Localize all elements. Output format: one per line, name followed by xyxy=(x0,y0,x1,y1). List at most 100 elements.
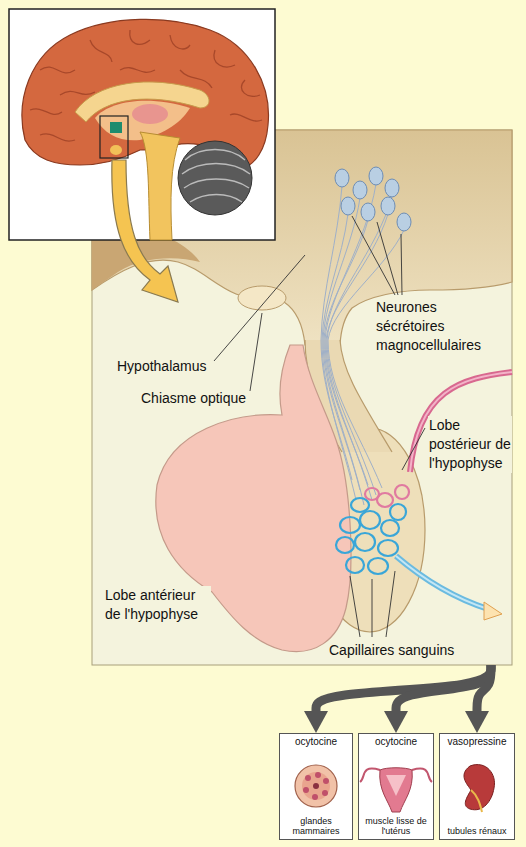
capillary-network xyxy=(378,540,398,556)
neuron-cells xyxy=(341,197,355,215)
mammary-gland-icon xyxy=(302,772,330,800)
brain-inset xyxy=(178,141,252,215)
artery xyxy=(410,372,512,472)
axon-bundle xyxy=(328,230,404,488)
brain-inset xyxy=(30,30,262,141)
brain-inset xyxy=(9,9,275,240)
leader-line xyxy=(214,255,305,361)
vein xyxy=(396,556,502,620)
neuron-cells xyxy=(353,181,367,199)
leader-line xyxy=(386,571,395,637)
target-organ-box: ocytocine glandes mammaires xyxy=(279,733,353,840)
brain-inset xyxy=(9,9,275,240)
uterus-icon xyxy=(386,775,406,796)
uterus-icon xyxy=(360,769,380,782)
capillary-network xyxy=(346,557,364,573)
zoom-arrow xyxy=(112,160,178,302)
capillary-network xyxy=(365,485,409,507)
target-organ-box: vasopressine tubules rénaux xyxy=(439,733,515,840)
brain-inset xyxy=(214,50,235,67)
brain-inset xyxy=(230,114,262,121)
brain-inset xyxy=(100,116,128,158)
target-organ-label: glandes mammaires xyxy=(285,816,347,836)
capillary-network xyxy=(381,520,399,536)
brain-inset xyxy=(40,67,75,73)
mammary-gland-icon xyxy=(303,787,309,793)
brain-inset xyxy=(182,164,250,175)
uterus-icon xyxy=(360,768,432,812)
mammary-gland-icon xyxy=(295,765,337,807)
mammary-gland-icon xyxy=(312,794,318,800)
vein xyxy=(396,556,488,609)
leader-line xyxy=(214,216,425,637)
axon-bundle xyxy=(324,220,368,505)
part-label: Lobe postérieur de l'hypophyse xyxy=(428,416,512,473)
capillary-network xyxy=(355,533,375,551)
brain-inset xyxy=(120,68,155,73)
capillary-network xyxy=(360,511,380,529)
part-label: Chiasme optique xyxy=(140,389,247,408)
hormone-flow-arrow xyxy=(316,665,491,711)
mammary-gland-icon xyxy=(305,775,311,781)
neuron-cells xyxy=(381,197,395,215)
neuron-cells xyxy=(361,203,375,221)
brain-inset xyxy=(90,40,112,62)
hormone-flow-arrow xyxy=(396,665,491,711)
mammary-gland-icon xyxy=(315,772,321,778)
leader-line xyxy=(401,234,402,295)
part-label: Capillaires sanguins xyxy=(328,641,455,660)
brain-inset xyxy=(182,150,250,203)
neuron-cells xyxy=(385,179,399,197)
target-organ-label: tubules rénaux xyxy=(447,826,506,836)
capillary-network xyxy=(351,498,369,512)
leader-line xyxy=(352,216,395,295)
edge-group xyxy=(316,665,491,711)
axon-bundle xyxy=(325,184,376,485)
capillary-network xyxy=(365,488,379,500)
leader-line xyxy=(372,579,373,637)
leader-line xyxy=(350,576,360,637)
brain-inset xyxy=(190,195,242,203)
brain-inset xyxy=(30,109,62,114)
target-organ-box: ocytocine muscle lisse de l'utérus xyxy=(358,733,434,840)
hormone-name: vasopressine xyxy=(440,736,514,748)
mammary-gland-icon xyxy=(303,772,329,800)
leader-line xyxy=(377,222,398,295)
vein xyxy=(396,556,488,609)
mammary-gland-icon xyxy=(313,783,319,789)
leader-line xyxy=(250,313,262,391)
axon-bundle xyxy=(326,214,388,500)
leader-line xyxy=(402,428,425,470)
neuron-cells xyxy=(335,169,349,187)
brain-inset xyxy=(185,150,245,161)
organ-box-ground xyxy=(279,733,515,840)
panel-ground xyxy=(92,130,512,665)
capillary-network xyxy=(390,504,406,520)
hypothalamus-tissue xyxy=(238,286,286,310)
mammary-gland-icon xyxy=(323,778,329,784)
brain-inset xyxy=(170,35,190,49)
part-label: Lobe antérieur de l'hypophyse xyxy=(104,586,211,624)
pituitary-panel: Neurones sécrétoires magnocellulairesHyp… xyxy=(92,130,512,665)
brain-inset xyxy=(40,134,75,141)
hormone-name: ocytocine xyxy=(280,736,352,748)
mammary-gland-icon xyxy=(295,765,337,807)
capillary-network xyxy=(336,498,406,574)
hormone-name: ocytocine xyxy=(359,736,433,748)
organ-box-ground xyxy=(358,733,434,840)
organ-box-ground xyxy=(439,733,515,840)
brain-inset xyxy=(140,132,180,240)
uterus-icon xyxy=(380,768,413,812)
brain-inset xyxy=(110,122,122,133)
brain-inset xyxy=(241,80,260,96)
neuron-cells xyxy=(335,167,411,231)
capillary-network xyxy=(340,517,360,533)
kidney-icon xyxy=(464,765,495,812)
artery xyxy=(410,372,512,472)
organ-box-ground xyxy=(279,733,353,840)
pituitary-stalk xyxy=(340,340,392,452)
target-organ-label: muscle lisse de l'utérus xyxy=(365,816,427,836)
artery xyxy=(410,372,512,472)
